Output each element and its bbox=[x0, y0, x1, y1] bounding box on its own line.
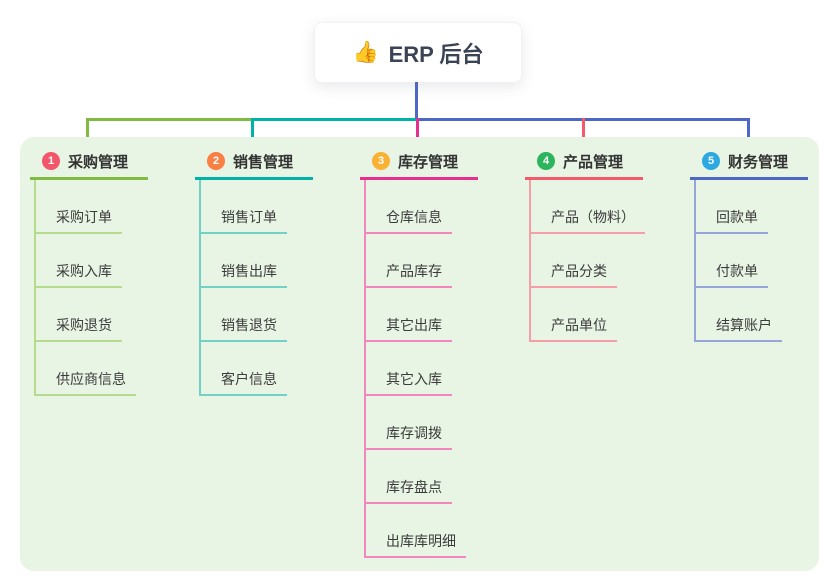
branch-column: 4 产品管理 产品（物料） 产品分类产品单位 bbox=[525, 148, 685, 342]
branch-title-label: 销售管理 bbox=[233, 153, 294, 171]
branch-title-node[interactable]: 3 库存管理 bbox=[360, 148, 520, 174]
bus-segment-teal bbox=[252, 118, 417, 121]
branch-drop-line-3 bbox=[416, 118, 419, 149]
branch-title-node[interactable]: 2 销售管理 bbox=[195, 148, 355, 174]
branch-drop-line-5 bbox=[747, 118, 750, 149]
child-node-label: 付款单 bbox=[694, 261, 768, 288]
child-node-label: 销售退货 bbox=[199, 315, 287, 342]
child-node-label: 销售出库 bbox=[199, 261, 287, 288]
child-node[interactable]: 出库库明细 bbox=[364, 504, 520, 558]
child-node[interactable]: 采购退货 bbox=[34, 288, 190, 342]
branch-number-badge: 3 bbox=[372, 152, 390, 170]
branch-title-label: 库存管理 bbox=[398, 153, 459, 171]
branch-number-badge: 2 bbox=[207, 152, 225, 170]
child-node[interactable]: 回款单 bbox=[694, 180, 839, 234]
branch-title-label: 财务管理 bbox=[728, 153, 789, 171]
child-node[interactable]: 结算账户 bbox=[694, 288, 839, 342]
child-node[interactable]: 产品单位 bbox=[529, 288, 685, 342]
bus-segment-green bbox=[86, 118, 252, 121]
branch-underline bbox=[690, 177, 808, 180]
branch-title-node[interactable]: 4 产品管理 bbox=[525, 148, 685, 174]
branch-drop-line-2 bbox=[251, 118, 254, 149]
child-node[interactable]: 销售出库 bbox=[199, 234, 355, 288]
branch-underline bbox=[195, 177, 313, 180]
branch-number-badge: 4 bbox=[537, 152, 555, 170]
child-node-label: 采购订单 bbox=[34, 207, 122, 234]
child-node[interactable]: 供应商信息 bbox=[34, 342, 190, 396]
branch-title-node[interactable]: 1 采购管理 bbox=[30, 148, 190, 174]
thumbs-up-emoji-icon: 👍 bbox=[352, 40, 379, 64]
branch-column: 5 财务管理 回款单付款单结算账户 bbox=[690, 148, 839, 342]
root-node-label: ERP 后台 bbox=[388, 41, 484, 67]
child-node[interactable]: 其它出库 bbox=[364, 288, 520, 342]
child-node-label: 客户信息 bbox=[199, 369, 287, 396]
child-node[interactable]: 库存调拨 bbox=[364, 396, 520, 450]
branch-underline bbox=[30, 177, 148, 180]
child-node[interactable]: 产品（物料） bbox=[529, 180, 685, 234]
child-node-label: 回款单 bbox=[694, 207, 768, 234]
child-node-label: 结算账户 bbox=[694, 315, 782, 342]
branch-underline bbox=[360, 177, 478, 180]
branch-title-node[interactable]: 5 财务管理 bbox=[690, 148, 839, 174]
branch-number-badge: 5 bbox=[702, 152, 720, 170]
child-node[interactable]: 其它入库 bbox=[364, 342, 520, 396]
branch-column: 1 采购管理 采购订单采购入库采购退货供应商信息 bbox=[30, 148, 190, 396]
root-connector-line bbox=[415, 82, 418, 119]
branch-children: 采购订单采购入库采购退货供应商信息 bbox=[34, 180, 190, 396]
child-node-label: 其它出库 bbox=[364, 315, 452, 342]
child-node-label: 其它入库 bbox=[364, 369, 452, 396]
branch-children: 销售订单销售出库销售退货客户信息 bbox=[199, 180, 355, 396]
child-node-label: 产品（物料） bbox=[529, 207, 645, 234]
child-node-label: 出库库明细 bbox=[364, 531, 466, 558]
branch-title-label: 采购管理 bbox=[68, 153, 129, 171]
child-node-label: 销售订单 bbox=[199, 207, 287, 234]
child-node-label: 产品库存 bbox=[364, 261, 452, 288]
root-node[interactable]: 👍 ERP 后台 bbox=[314, 22, 522, 83]
branch-underline bbox=[525, 177, 643, 180]
child-node[interactable]: 产品库存 bbox=[364, 234, 520, 288]
child-node[interactable]: 付款单 bbox=[694, 234, 839, 288]
child-node[interactable]: 产品分类 bbox=[529, 234, 685, 288]
child-node-label: 供应商信息 bbox=[34, 369, 136, 396]
child-node[interactable]: 库存盘点 bbox=[364, 450, 520, 504]
child-node-label: 采购退货 bbox=[34, 315, 122, 342]
child-node-label: 产品分类 bbox=[529, 261, 617, 288]
branch-number-badge: 1 bbox=[42, 152, 60, 170]
child-node[interactable]: 客户信息 bbox=[199, 342, 355, 396]
child-node-label: 采购入库 bbox=[34, 261, 122, 288]
child-node[interactable]: 采购入库 bbox=[34, 234, 190, 288]
child-node-label: 产品单位 bbox=[529, 315, 617, 342]
branch-drop-line-4 bbox=[582, 118, 585, 149]
branch-title-label: 产品管理 bbox=[563, 153, 624, 171]
branch-children: 产品（物料） 产品分类产品单位 bbox=[529, 180, 685, 342]
mindmap-canvas: 1 采购管理 采购订单采购入库采购退货供应商信息 2 销售管理 销售订单销售出库… bbox=[20, 137, 819, 571]
child-node-label: 库存盘点 bbox=[364, 477, 452, 504]
child-node[interactable]: 销售退货 bbox=[199, 288, 355, 342]
child-node[interactable]: 采购订单 bbox=[34, 180, 190, 234]
child-node[interactable]: 仓库信息 bbox=[364, 180, 520, 234]
branch-column: 2 销售管理 销售订单销售出库销售退货客户信息 bbox=[195, 148, 355, 396]
child-node-label: 仓库信息 bbox=[364, 207, 452, 234]
child-node[interactable]: 销售订单 bbox=[199, 180, 355, 234]
child-node-label: 库存调拨 bbox=[364, 423, 452, 450]
branch-children: 仓库信息产品库存其它出库其它入库库存调拨库存盘点出库库明细 bbox=[364, 180, 520, 558]
branch-column: 3 库存管理 仓库信息产品库存其它出库其它入库库存调拨库存盘点出库库明细 bbox=[360, 148, 520, 558]
branch-children: 回款单付款单结算账户 bbox=[694, 180, 839, 342]
branch-drop-line-1 bbox=[86, 118, 89, 149]
